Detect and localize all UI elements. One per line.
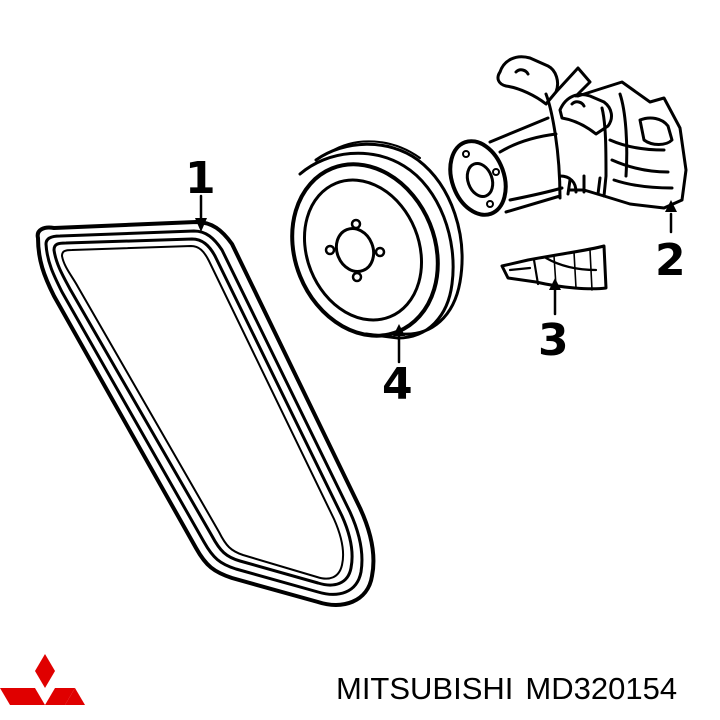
arrowhead-3 — [549, 278, 561, 290]
callout-number-2: 2 — [655, 235, 686, 286]
arrowhead-4 — [393, 324, 405, 336]
part-number: MD320154 — [525, 671, 678, 706]
callout-number-3: 3 — [538, 315, 569, 366]
crankshaft-pulley-illustration — [290, 140, 464, 340]
arrowhead-2 — [665, 200, 677, 212]
drive-belt-illustration — [35, 220, 376, 607]
callout-arrowheads — [195, 200, 677, 336]
brand-name: MITSUBISHI — [336, 671, 514, 706]
callout-number-1: 1 — [185, 153, 216, 204]
callout-number-4: 4 — [382, 359, 413, 410]
mitsubishi-logo-icon — [0, 654, 85, 705]
gasket-illustration — [500, 244, 608, 291]
water-pump-illustration — [448, 55, 688, 217]
part-caption: MITSUBISHI MD320154 — [336, 665, 706, 713]
arrowhead-1 — [195, 218, 207, 232]
